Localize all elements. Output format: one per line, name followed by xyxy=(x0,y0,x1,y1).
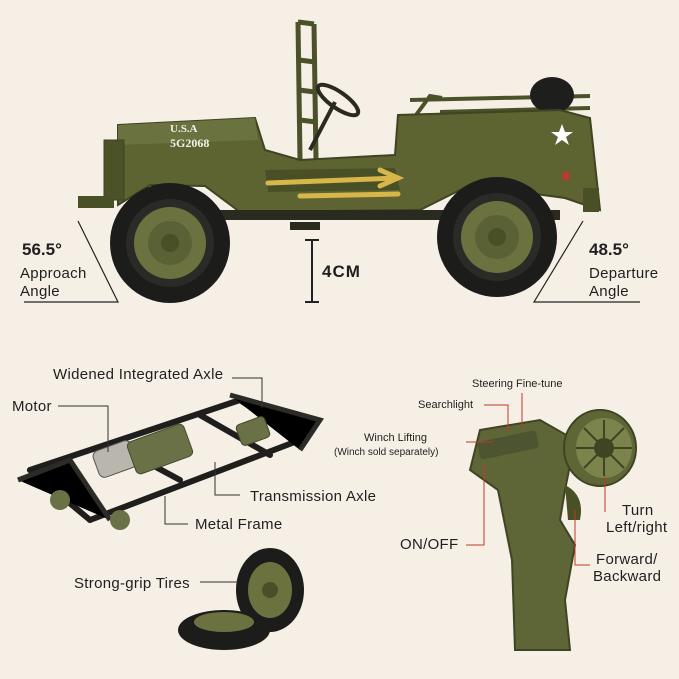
label-winch-note: (Winch sold separately) xyxy=(334,447,439,458)
star-emblem xyxy=(551,124,573,145)
rear-wheel xyxy=(437,177,557,297)
rear-diff xyxy=(235,416,271,446)
rear-bumper xyxy=(583,188,599,212)
front-grille xyxy=(103,139,125,201)
departure-angle-value: 48.5° xyxy=(589,240,629,259)
ground-clearance-marker xyxy=(305,239,319,303)
label-searchlight: Searchlight xyxy=(418,399,474,411)
tire-standing xyxy=(236,548,304,632)
ground-clearance-label: 4CM xyxy=(322,262,361,281)
remote-trigger xyxy=(565,485,581,520)
label-steering-finetune: Steering Fine-tune xyxy=(472,378,563,390)
tire-lying xyxy=(178,610,270,650)
callout-transmission xyxy=(214,462,240,496)
gearbox xyxy=(126,423,194,475)
approach-label-line2: Angle xyxy=(20,283,60,300)
label-forward-line2: Backward xyxy=(593,568,662,585)
label-transmission-axle: Transmission Axle xyxy=(250,488,377,505)
front-wheel xyxy=(110,183,230,303)
approach-angle-value: 56.5° xyxy=(22,240,62,259)
approach-angle-triangle xyxy=(24,220,119,303)
departure-angle-triangle xyxy=(532,220,640,303)
label-winch-lifting: Winch Lifting xyxy=(364,432,427,444)
label-forward-line1: Forward/ xyxy=(596,551,658,568)
label-turn-line1: Turn xyxy=(622,502,654,519)
label-widened-axle: Widened Integrated Axle xyxy=(53,366,224,383)
callout-on-off xyxy=(466,464,485,546)
callout-metal-frame xyxy=(164,496,188,525)
front-axle xyxy=(17,456,113,522)
callout-forward xyxy=(574,510,590,566)
rear-light xyxy=(562,172,570,180)
steering-wheel xyxy=(308,82,361,151)
callout-widened-axle xyxy=(232,377,263,408)
chassis-rail xyxy=(140,210,560,220)
spare-tire xyxy=(530,77,574,113)
rear-axle xyxy=(229,392,324,452)
remote-top-panel xyxy=(477,430,539,460)
label-metal-frame: Metal Frame xyxy=(195,516,283,533)
label-motor: Motor xyxy=(12,398,52,415)
departure-label-line2: Angle xyxy=(589,283,629,300)
jeep-marking-usa: U.S.A xyxy=(170,123,198,135)
callout-motor xyxy=(58,405,109,452)
label-on-off: ON/OFF xyxy=(400,536,459,553)
callout-searchlight xyxy=(484,404,509,432)
jeep-marking-number: 5G2068 xyxy=(170,136,210,150)
departure-label-line1: Departure xyxy=(589,265,659,282)
label-turn-line2: Left/right xyxy=(606,519,668,536)
label-strong-grip-tires: Strong-grip Tires xyxy=(74,575,190,592)
windshield-frame xyxy=(295,19,319,161)
approach-label-line1: Approach xyxy=(20,265,87,282)
side-tools xyxy=(265,167,405,199)
front-bumper xyxy=(78,196,114,208)
